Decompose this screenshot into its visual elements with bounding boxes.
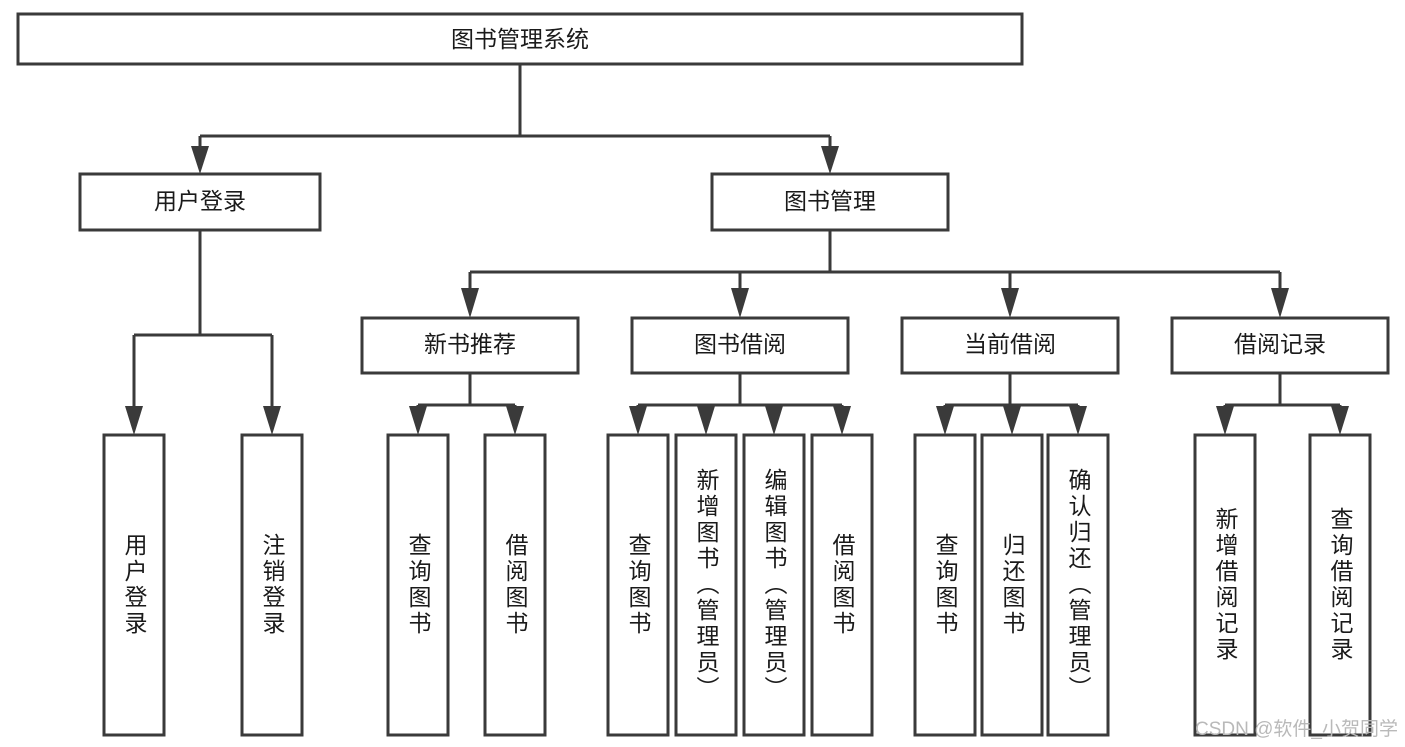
node-leaf-borrow-book-2[interactable]: 借阅图书 <box>810 433 874 737</box>
node-new-book-rec-box[interactable] <box>360 316 580 375</box>
node-leaf-query-book-3[interactable]: 查询图书 <box>913 433 977 737</box>
node-leaf-add-record-box[interactable] <box>1193 433 1257 737</box>
node-leaf-user-logout-box[interactable] <box>240 433 304 737</box>
node-current-borrow-box[interactable] <box>900 316 1120 375</box>
arrow-head-to-leaf-return-book <box>1003 406 1021 435</box>
node-leaf-query-book-3-label: 查询图书 <box>932 533 959 637</box>
arrow-head-to-leaf-query-book-1 <box>409 406 427 435</box>
node-leaf-query-book-2-box[interactable] <box>606 433 670 737</box>
arrow-head-to-user-login <box>191 146 209 174</box>
node-leaf-user-logout[interactable]: 注销登录 <box>240 433 304 737</box>
node-leaf-borrow-book-1[interactable]: 借阅图书 <box>483 433 547 737</box>
arrow-head-to-leaf-borrow-book-2 <box>833 406 851 435</box>
node-user-login-label: 用户登录 <box>154 188 246 214</box>
node-leaf-query-record-label: 查询借阅记录 <box>1327 507 1354 663</box>
arrow-head-to-leaf-user-login <box>125 406 143 435</box>
node-user-login-box[interactable] <box>78 172 322 232</box>
node-book-borrow-label: 图书借阅 <box>694 331 786 357</box>
arrow-head-to-borrow-record <box>1271 288 1289 318</box>
arrow-head-to-leaf-add-book <box>697 406 715 435</box>
node-current-borrow[interactable]: 当前借阅 <box>900 316 1120 375</box>
node-book-manage[interactable]: 图书管理 <box>710 172 950 232</box>
node-leaf-confirm-return-box[interactable] <box>1046 433 1110 737</box>
node-book-borrow-box[interactable] <box>630 316 850 375</box>
node-leaf-query-book-2[interactable]: 查询图书 <box>606 433 670 737</box>
connector-root-to-level2 <box>198 64 832 152</box>
arrow-head-to-leaf-query-record <box>1331 406 1349 435</box>
node-book-manage-label: 图书管理 <box>784 188 876 214</box>
connector-bookmanage-to-level3 <box>468 230 1282 288</box>
node-leaf-edit-book[interactable]: 编辑图书（管理员） <box>742 433 806 737</box>
node-leaf-return-book[interactable]: 归还图书 <box>980 433 1044 737</box>
arrow-head-to-book-borrow <box>731 288 749 318</box>
connector-userlogin-to-leaves <box>132 230 274 408</box>
arrow-head-to-new-book-rec <box>461 288 479 318</box>
arrow-head-to-leaf-query-book-3 <box>936 406 954 435</box>
node-leaf-confirm-return-label: 确认归还（管理员） <box>1065 468 1092 702</box>
connector-newbookrec-to-leaves <box>416 373 517 412</box>
node-borrow-record-box[interactable] <box>1170 316 1390 375</box>
node-new-book-rec-label: 新书推荐 <box>424 331 516 357</box>
arrow-head-to-leaf-borrow-book-1 <box>506 406 524 435</box>
node-leaf-user-logout-label: 注销登录 <box>259 533 286 637</box>
csdn-watermark: CSDN @软件_小贺同学 <box>1195 718 1398 740</box>
node-book-borrow[interactable]: 图书借阅 <box>630 316 850 375</box>
node-leaf-user-login-box[interactable] <box>102 433 166 737</box>
arrow-head-to-leaf-edit-book <box>765 406 783 435</box>
node-leaf-user-login[interactable]: 用户登录 <box>102 433 166 737</box>
node-leaf-edit-book-box[interactable] <box>742 433 806 737</box>
node-leaf-add-record[interactable]: 新增借阅记录 <box>1193 433 1257 737</box>
node-leaf-add-book[interactable]: 新增图书（管理员） <box>674 433 738 737</box>
node-leaf-borrow-book-1-box[interactable] <box>483 433 547 737</box>
node-leaf-borrow-book-2-label: 借阅图书 <box>829 533 856 637</box>
node-leaf-add-book-box[interactable] <box>674 433 738 737</box>
node-leaf-query-book-1-label: 查询图书 <box>405 533 432 637</box>
arrow-head-to-leaf-query-book-2 <box>629 406 647 435</box>
connector-bookborrow-to-leaves <box>636 373 844 412</box>
node-current-borrow-label: 当前借阅 <box>964 331 1056 357</box>
node-borrow-record-label: 借阅记录 <box>1234 331 1326 357</box>
node-leaf-return-book-box[interactable] <box>980 433 1044 737</box>
node-root-box[interactable] <box>16 12 1024 66</box>
node-borrow-record[interactable]: 借阅记录 <box>1170 316 1390 375</box>
node-new-book-rec[interactable]: 新书推荐 <box>360 316 580 375</box>
node-leaf-query-record[interactable]: 查询借阅记录 <box>1308 433 1372 737</box>
node-leaf-query-book-3-box[interactable] <box>913 433 977 737</box>
node-leaf-borrow-book-2-box[interactable] <box>810 433 874 737</box>
connector-borrowrecord-to-leaves <box>1223 373 1342 412</box>
arrow-head-to-book-manage <box>821 146 839 174</box>
node-root-label: 图书管理系统 <box>451 26 589 52</box>
node-leaf-query-book-1[interactable]: 查询图书 <box>386 433 450 737</box>
arrow-head-to-leaf-user-logout <box>263 406 281 435</box>
node-leaf-add-book-label: 新增图书（管理员） <box>693 468 720 702</box>
node-leaf-query-book-2-label: 查询图书 <box>625 533 652 637</box>
node-leaf-borrow-book-1-label: 借阅图书 <box>502 533 529 637</box>
node-leaf-edit-book-label: 编辑图书（管理员） <box>761 468 788 702</box>
node-leaf-user-login-label: 用户登录 <box>121 533 148 637</box>
node-leaf-query-book-1-box[interactable] <box>386 433 450 737</box>
connectors-group <box>125 64 1349 435</box>
node-leaf-return-book-label: 归还图书 <box>999 533 1026 637</box>
arrow-head-to-leaf-add-record <box>1216 406 1234 435</box>
node-leaf-confirm-return[interactable]: 确认归还（管理员） <box>1046 433 1110 737</box>
node-root[interactable]: 图书管理系统 <box>16 12 1024 66</box>
arrow-head-to-current-borrow <box>1001 288 1019 318</box>
node-book-manage-box[interactable] <box>710 172 950 232</box>
node-user-login[interactable]: 用户登录 <box>78 172 322 232</box>
node-leaf-add-record-label: 新增借阅记录 <box>1212 507 1239 663</box>
arrow-head-to-leaf-confirm-return <box>1069 406 1087 435</box>
node-leaf-query-record-box[interactable] <box>1308 433 1372 737</box>
